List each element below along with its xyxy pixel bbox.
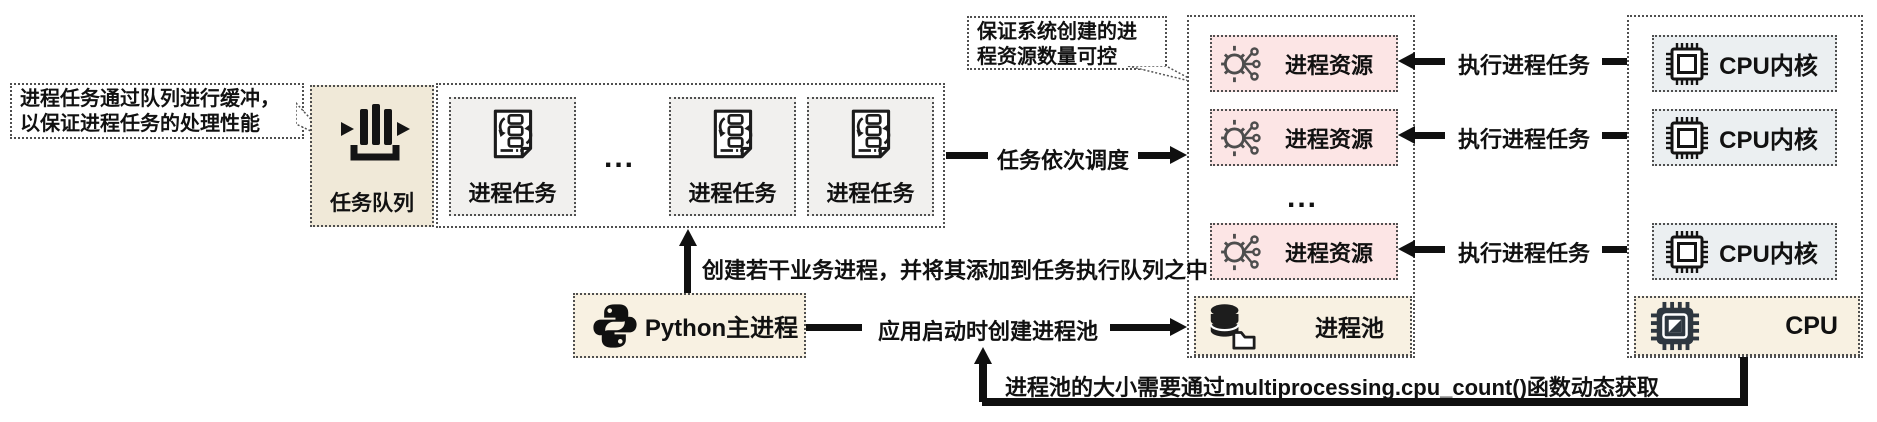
process-resource-label: 进程资源 <box>1284 126 1373 152</box>
create-pool-arrow-line <box>1110 324 1170 331</box>
pool-size-connector-down <box>1740 357 1748 403</box>
cpu-core-box: CPU内核 <box>1652 223 1837 280</box>
callout-resource-note: 保证系统创建的进 程资源数量可控 <box>967 16 1167 70</box>
exec-arrow-left-line <box>1415 132 1445 139</box>
exec-arrow-left-head <box>1398 126 1415 144</box>
exec-arrow-right-line <box>1602 132 1632 139</box>
cpu-group-container: CPU内核 CPU内核 <box>1627 15 1863 358</box>
process-resource-icon <box>1221 233 1261 270</box>
cpu-core-label: CPU内核 <box>1719 127 1818 154</box>
resource-group-container: 进程资源 进程资源 ... <box>1187 15 1415 358</box>
callout-resource-line2: 程资源数量可控 <box>977 46 1117 68</box>
exec-task-label: 执行进程任务 <box>1457 241 1590 266</box>
cpu-core-box: CPU内核 <box>1652 35 1837 92</box>
cpu-core-icon <box>1666 230 1708 273</box>
exec-arrow-left-head <box>1398 240 1415 258</box>
create-tasks-arrow-head <box>679 229 697 246</box>
exec-task-label: 执行进程任务 <box>1457 53 1590 78</box>
process-task-icon <box>493 109 533 159</box>
task-queue-label: 任务队列 <box>330 192 414 215</box>
pool-size-connector-up <box>979 362 987 402</box>
exec-task-label: 执行进程任务 <box>1457 127 1590 152</box>
queue-icon <box>341 104 410 161</box>
process-resource-label: 进程资源 <box>1284 240 1373 266</box>
process-pool-label: 进程池 <box>1315 315 1384 341</box>
exec-arrow-right-line <box>1602 58 1632 65</box>
task-group-container: 进程任务 ... 进程任务 <box>436 83 945 228</box>
process-resource-label: 进程资源 <box>1284 52 1373 78</box>
create-pool-label: 应用启动时创建进程池 <box>878 319 1099 344</box>
process-task-label: 进程任务 <box>826 181 915 206</box>
task-queue-box: 任务队列 <box>310 85 434 227</box>
cpu-core-icon <box>1666 42 1708 85</box>
cpu-core-label: CPU内核 <box>1719 241 1818 268</box>
cpu-core-icon <box>1666 116 1708 159</box>
callout-resource-line1: 保证系统创建的进 <box>977 21 1137 43</box>
cpu-label: CPU <box>1785 311 1838 340</box>
create-pool-arrow-line <box>806 324 862 331</box>
process-task-icon <box>851 109 891 159</box>
python-main-box: Python主进程 <box>573 293 806 358</box>
cpu-core-label: CPU内核 <box>1719 53 1818 80</box>
process-resource-box: 进程资源 <box>1210 223 1398 280</box>
callout-queue-note: 进程任务通过队列进行缓冲， 以保证进程任务的处理性能 <box>10 83 304 139</box>
process-resource-icon <box>1221 119 1261 156</box>
cpu-core-box: CPU内核 <box>1652 109 1837 166</box>
process-resource-box: 进程资源 <box>1210 35 1398 92</box>
process-task-label: 进程任务 <box>468 181 557 206</box>
database-folder-icon <box>1209 304 1256 350</box>
python-icon <box>593 303 637 348</box>
callout-queue-line1: 进程任务通过队列进行缓冲， <box>20 88 280 110</box>
process-task-box: 进程任务 <box>807 97 934 216</box>
pool-size-arrow-head <box>974 347 992 364</box>
create-tasks-label: 创建若干业务进程，并将其添加到任务执行队列之中 <box>702 258 1209 283</box>
process-resource-box: 进程资源 <box>1210 109 1398 166</box>
exec-arrow-left-head <box>1398 52 1415 70</box>
resource-group-ellipsis: ... <box>1287 181 1319 214</box>
process-pool-box: 进程池 <box>1194 296 1412 356</box>
create-tasks-arrow-line <box>684 245 691 293</box>
process-task-icon <box>713 109 753 159</box>
exec-arrow-right-line <box>1602 246 1632 253</box>
process-resource-icon <box>1221 45 1261 82</box>
cpu-box: CPU <box>1634 296 1860 356</box>
schedule-arrow-head <box>1170 146 1187 164</box>
pool-size-connector-across <box>982 398 1748 406</box>
exec-arrow-left-line <box>1415 246 1445 253</box>
process-task-label: 进程任务 <box>688 181 777 206</box>
callout-queue-line2: 以保证进程任务的处理性能 <box>20 113 260 135</box>
callout-resource-pointer <box>1127 66 1199 84</box>
schedule-arrow-line <box>1138 152 1172 159</box>
pool-size-label: 进程池的大小需要通过multiprocessing.cpu_count()函数动… <box>1005 375 1659 400</box>
cpu-chip-icon <box>1650 301 1700 351</box>
process-task-box: 进程任务 <box>449 97 576 216</box>
schedule-arrow-label: 任务依次调度 <box>996 148 1129 173</box>
schedule-arrow-line <box>946 152 988 159</box>
exec-arrow-left-line <box>1415 58 1445 65</box>
create-pool-arrow-head <box>1170 318 1187 336</box>
task-group-ellipsis: ... <box>604 141 636 174</box>
process-task-box: 进程任务 <box>669 97 796 216</box>
python-main-label: Python主进程 <box>644 315 799 342</box>
